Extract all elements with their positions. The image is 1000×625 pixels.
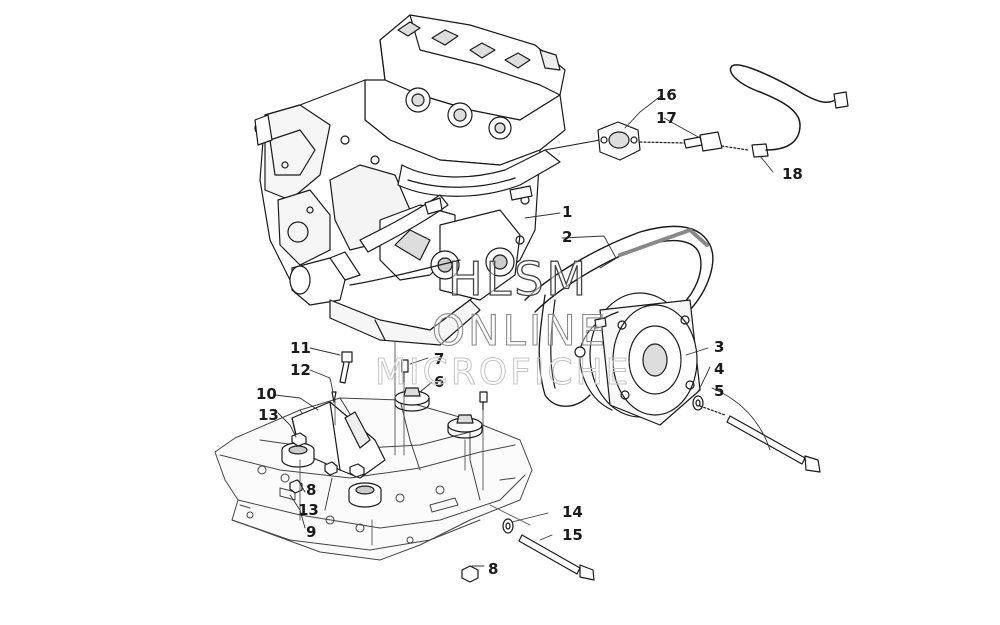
callout-16: 16 bbox=[656, 86, 677, 104]
callout-17: 17 bbox=[656, 109, 677, 127]
callout-4: 4 bbox=[714, 360, 725, 378]
callout-18: 18 bbox=[782, 165, 803, 183]
sensor-wire bbox=[721, 64, 849, 158]
watermark-line-2: ONLINE bbox=[431, 306, 609, 355]
callout-2: 2 bbox=[562, 228, 573, 246]
engine-bolt-15 bbox=[502, 518, 595, 581]
callout-11: 11 bbox=[290, 339, 311, 357]
watermark-line-1: HLSM bbox=[447, 252, 590, 306]
callout-13-upper: 13 bbox=[258, 406, 279, 424]
callout-6: 6 bbox=[434, 373, 445, 391]
callout-3: 3 bbox=[714, 338, 725, 356]
engine-assembly bbox=[254, 14, 601, 346]
mount-bracket bbox=[281, 401, 386, 508]
callout-12: 12 bbox=[290, 361, 311, 379]
callout-14: 14 bbox=[562, 503, 583, 521]
temp-sensor bbox=[639, 131, 723, 152]
callout-8-upper: 8 bbox=[306, 481, 317, 499]
callout-1: 1 bbox=[562, 203, 573, 221]
drive-belt bbox=[524, 225, 714, 407]
clutch-bolt bbox=[692, 395, 821, 473]
drive-clutch bbox=[574, 292, 701, 426]
upper-mounts bbox=[394, 359, 488, 439]
callout-7: 7 bbox=[434, 350, 445, 368]
callout-8-lower: 8 bbox=[488, 560, 499, 578]
bolt-11 bbox=[331, 351, 353, 403]
watermark-line-3: MICROFICHE bbox=[374, 352, 632, 393]
leader-lines bbox=[274, 94, 774, 567]
callout-9: 9 bbox=[306, 523, 317, 541]
callout-15: 15 bbox=[562, 526, 583, 544]
callout-5: 5 bbox=[714, 382, 725, 400]
callout-13-lower: 13 bbox=[298, 501, 319, 519]
nut-8 bbox=[461, 565, 479, 583]
thermostat-housing bbox=[597, 121, 641, 161]
callout-10: 10 bbox=[256, 385, 277, 403]
